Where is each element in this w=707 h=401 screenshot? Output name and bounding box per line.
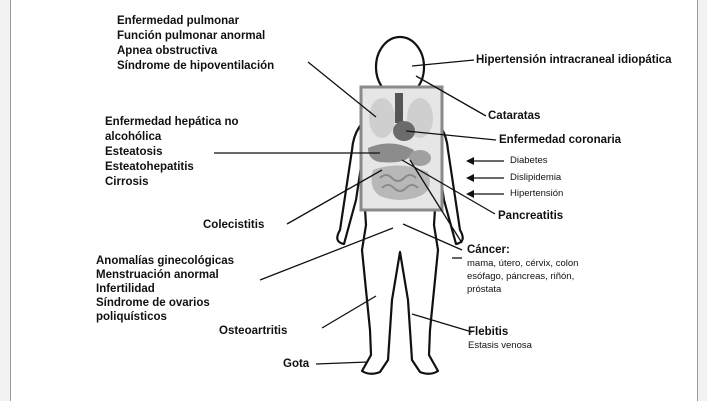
leader-gynecologic <box>260 228 393 280</box>
leader-lines <box>214 60 504 364</box>
label-cancer-items-2: esófago, páncreas, riñón, <box>467 271 574 284</box>
label-gynecologic-1: Anomalías ginecológicas <box>96 254 234 269</box>
arrow-dyslipidemia-head <box>466 174 474 182</box>
label-cancer-title: Cáncer: <box>467 243 510 258</box>
leader-phlebitis <box>412 314 472 332</box>
label-liver-5: Cirrosis <box>105 175 148 190</box>
label-liver-4: Esteatohepatitis <box>105 160 194 175</box>
label-gynecologic-2: Menstruación anormal <box>96 268 219 283</box>
arrow-diabetes-head <box>466 157 474 165</box>
label-pancreatitis: Pancreatitis <box>498 209 563 224</box>
label-gout: Gota <box>283 357 309 372</box>
label-liver-1: Enfermedad hepática no <box>105 115 239 130</box>
label-cancer-items-1: mama, útero, cérvix, colon <box>467 258 578 271</box>
label-dyslipidemia: Dislipidemia <box>510 172 561 185</box>
label-liver-2: alcohólica <box>105 130 161 145</box>
label-pulmonary-2: Función pulmonar anormal <box>117 29 265 44</box>
arrow-heads <box>466 157 474 198</box>
label-gynecologic-4: Síndrome de ovarios <box>96 296 210 311</box>
label-pulmonary-4: Síndrome de hipoventilación <box>117 59 274 74</box>
label-liver-3: Esteatosis <box>105 145 163 160</box>
label-pulmonary-3: Apnea obstructiva <box>117 44 217 59</box>
label-diabetes: Diabetes <box>510 155 548 168</box>
label-gynecologic-5: poliquísticos <box>96 310 167 325</box>
label-gynecologic-3: Infertilidad <box>96 282 155 297</box>
label-hypertension: Hipertensión <box>510 188 563 201</box>
label-venous-stasis: Estasis venosa <box>468 340 532 353</box>
trachea <box>395 93 403 123</box>
left-lung <box>369 98 395 138</box>
label-osteoarthritis: Osteoartritis <box>219 324 287 339</box>
leader-gout <box>316 362 368 364</box>
label-phlebitis: Flebitis <box>468 325 508 340</box>
arrow-hypertension-head <box>466 190 474 198</box>
leader-hypertension-icp <box>412 60 474 66</box>
label-intracranial-hypertension: Hipertensión intracraneal idiopática <box>476 53 672 68</box>
label-cholecystitis: Colecistitis <box>203 218 264 233</box>
label-cataracts: Cataratas <box>488 109 540 124</box>
label-pulmonary-1: Enfermedad pulmonar <box>117 14 239 29</box>
label-cancer-items-3: próstata <box>467 284 501 297</box>
label-coronary: Enfermedad coronaria <box>499 133 621 148</box>
